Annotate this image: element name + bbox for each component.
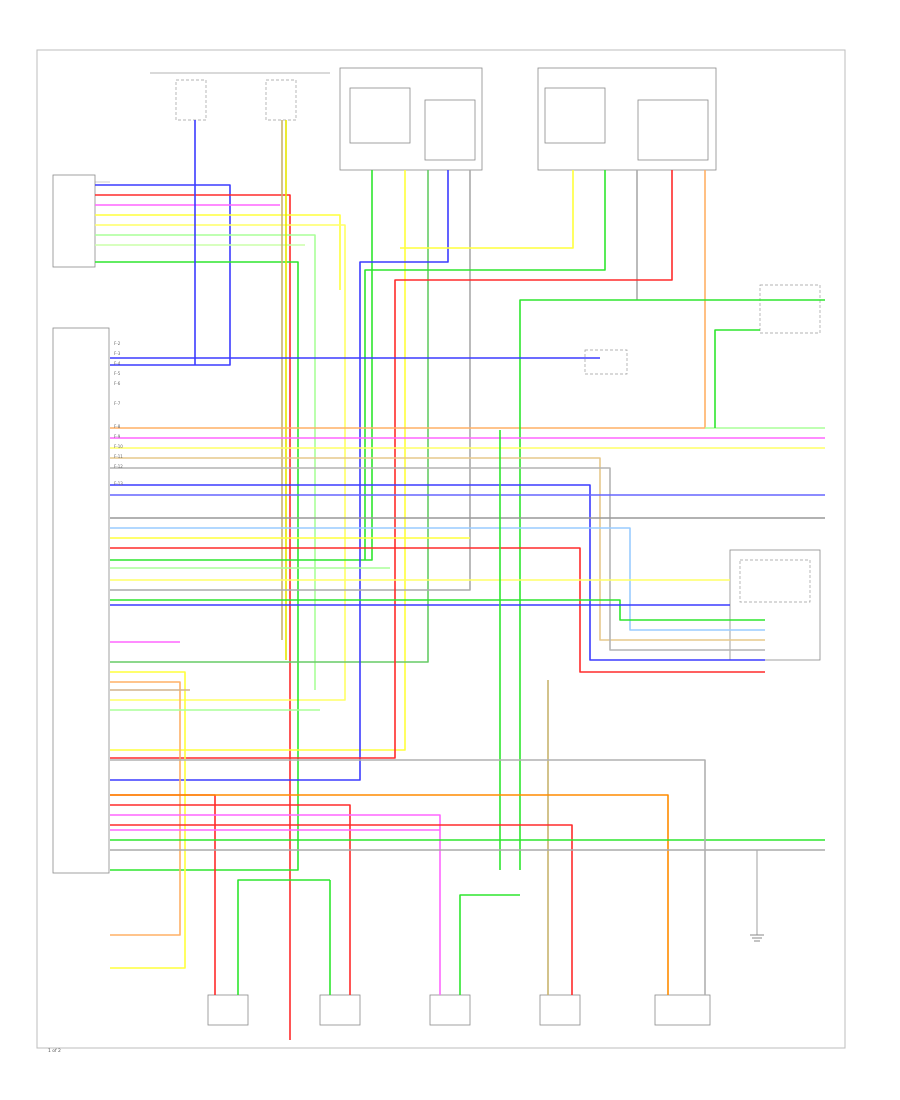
wire-org-r2	[110, 170, 706, 429]
relay-box-right	[537, 67, 717, 171]
connector-label-4: F-5	[114, 371, 121, 376]
wire-blu-bus-2	[110, 484, 765, 661]
wire-gry-bus	[110, 467, 765, 651]
wire-grn-bus-top	[519, 299, 825, 870]
wire-pnk-b3	[110, 814, 441, 995]
diagram-frame	[36, 49, 846, 1049]
wire-gry-relay	[110, 170, 471, 591]
wire-blu-relay	[110, 170, 449, 781]
connector-label-1: F-2	[114, 341, 121, 346]
bottom-components	[207, 994, 711, 1026]
wire-tan-bus	[110, 457, 765, 641]
connector-label-6: F-7	[114, 401, 121, 406]
connector-label-12: F-13	[114, 481, 123, 486]
wires	[95, 120, 825, 1040]
connector-label-5: F-6	[114, 381, 121, 386]
connector-label-9: F-10	[114, 444, 123, 449]
wire-blu-1	[95, 184, 231, 366]
wire-gry-b7	[110, 759, 706, 995]
wire-red-b4	[110, 824, 573, 995]
page-mark: 1 of 2	[48, 1048, 61, 1054]
connector-pin-labels: F-2 F-3 F-4 F-5 F-6 F-7 F-8 F-9 F-10 F-1…	[114, 341, 123, 486]
connector-label-10: F-11	[114, 454, 123, 459]
switch-top-right	[759, 284, 821, 334]
relay-box-left	[339, 67, 483, 171]
connector-top-left	[52, 174, 110, 268]
wire-red-b2	[110, 804, 351, 995]
wire-grn-r2	[364, 170, 606, 560]
wire-grn-top-right	[714, 329, 760, 428]
connector-label-8: F-9	[114, 434, 121, 439]
wire-org-low	[110, 681, 181, 936]
wire-grn-bus-2	[110, 599, 765, 621]
wire-yel-low	[110, 671, 186, 969]
wire-grn-1	[95, 261, 299, 871]
wire-yel-r2	[400, 170, 574, 249]
connector-label-11: F-12	[114, 464, 123, 469]
switch-right-block	[729, 549, 821, 661]
wire-ltblu-bus	[110, 527, 765, 631]
connector-label-7: F-8	[114, 424, 121, 429]
wire-yel-relay	[110, 170, 406, 751]
wire-grn-relay	[110, 170, 373, 561]
wire-red-bus	[110, 547, 765, 673]
ground-symbol	[750, 850, 764, 942]
connector-label-2: F-3	[114, 351, 121, 356]
top-fuse-blocks	[150, 72, 330, 121]
wire-red-1	[95, 194, 291, 1040]
switch-mid	[584, 349, 628, 375]
wire-org-b5	[110, 794, 669, 995]
module-connector	[52, 327, 110, 874]
wire-grn-b3	[459, 894, 520, 995]
wire-grn-b1	[237, 879, 330, 995]
wire-yel-1	[95, 214, 341, 290]
wire-yel-2	[95, 224, 346, 701]
connector-label-3: F-4	[114, 361, 121, 366]
wire-grn-relay-2	[110, 170, 429, 663]
wire-red-r2	[110, 170, 673, 759]
